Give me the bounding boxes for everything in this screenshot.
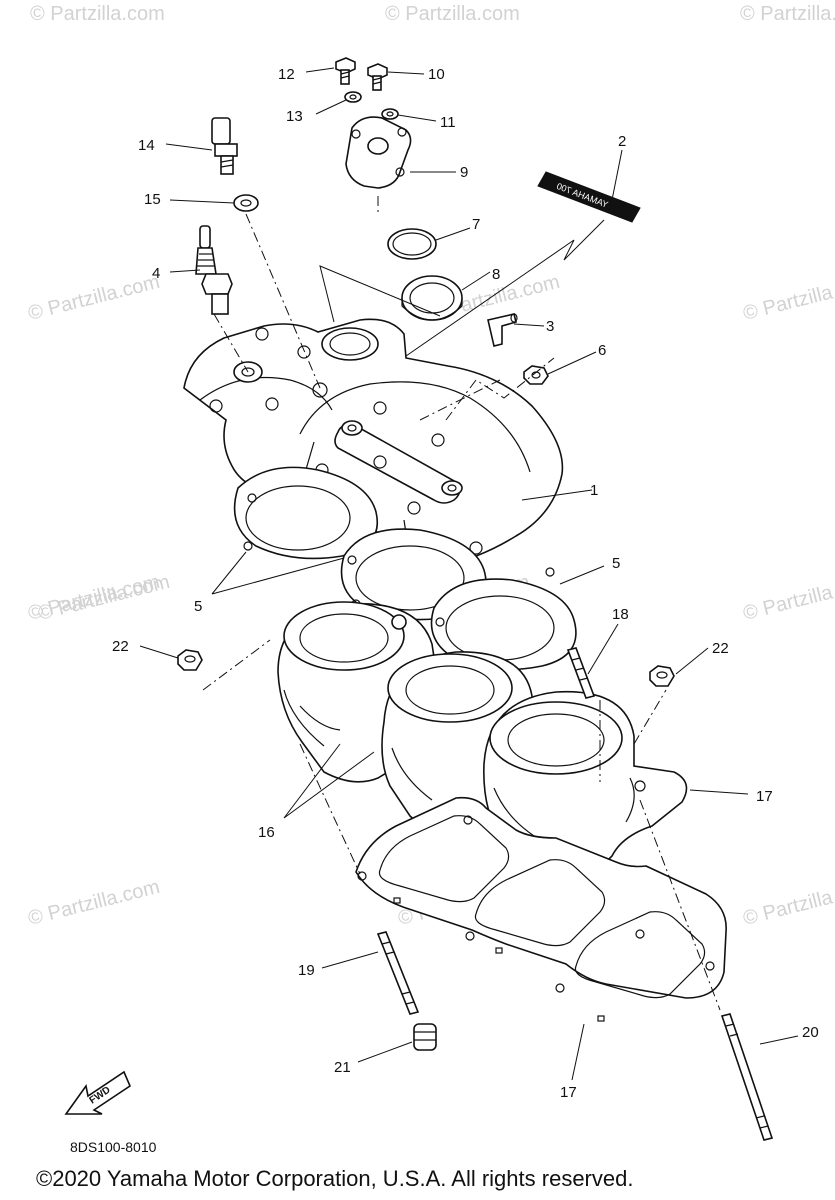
stud-part-19 — [376, 931, 420, 1015]
callout-7: 7 — [472, 216, 480, 233]
callout-12: 12 — [278, 66, 295, 83]
callout-17-right: 17 — [756, 788, 773, 805]
stud-part-18 — [566, 647, 596, 699]
nut-part-21 — [413, 1023, 437, 1051]
watermark-text: © Partzilla.com — [385, 3, 520, 25]
washer-part-13 — [344, 91, 362, 103]
callout-19: 19 — [298, 962, 315, 979]
leader-lines — [139, 67, 799, 1081]
o-ring-part-7 — [387, 228, 437, 260]
callout-10: 10 — [428, 66, 445, 83]
callout-18: 18 — [612, 606, 629, 623]
cylinder-head-part-1 — [183, 318, 564, 565]
watermark-text: © Partzilla.com — [26, 271, 162, 325]
callouts: 1 2 3 4 5 5 6 7 8 9 10 11 12 13 14 15 16… — [112, 66, 819, 1101]
callout-22-right: 22 — [712, 640, 729, 657]
callout-14: 14 — [138, 137, 155, 154]
callout-9: 9 — [460, 164, 468, 181]
temperature-sensor-part-14 — [211, 117, 238, 175]
part-code: 8DS100-8010 — [70, 1139, 157, 1155]
hose-fitting-part-3 — [487, 313, 518, 347]
callout-2: 2 — [618, 133, 626, 150]
callout-1: 1 — [590, 482, 598, 499]
copyright-notice: ©2020 Yamaha Motor Corporation, U.S.A. A… — [36, 1166, 634, 1191]
callout-22-left: 22 — [112, 638, 129, 655]
bolt-part-10 — [367, 63, 388, 91]
nut-part-22-left — [177, 649, 203, 671]
watermark-text: © Partzilla.com — [26, 876, 162, 930]
watermark-text: © Partzilla.com — [741, 271, 835, 325]
spark-plug-part-4 — [195, 225, 233, 315]
base-gasket-part-17 — [355, 796, 727, 1022]
callout-5-left: 5 — [194, 598, 202, 615]
stud-part-20 — [720, 1013, 774, 1141]
callout-15: 15 — [144, 191, 161, 208]
bolt-part-12 — [335, 57, 356, 85]
callout-6: 6 — [598, 342, 606, 359]
callout-11: 11 — [440, 114, 456, 131]
fwd-arrow-icon: FWD — [64, 1070, 131, 1115]
watermark-text: © Partzilla.com — [741, 876, 835, 930]
nut-part-22-right — [649, 665, 675, 687]
callout-20: 20 — [802, 1024, 819, 1041]
watermark-text: © Partzilla.com — [30, 3, 165, 25]
callout-13: 13 — [286, 108, 303, 125]
callout-17-bottom: 17 — [560, 1084, 577, 1101]
callout-21: 21 — [334, 1059, 351, 1076]
watermark-text: © Partzilla.com — [741, 571, 835, 625]
callout-16: 16 — [258, 824, 275, 841]
watermark-text: © Partzilla.com — [36, 571, 172, 625]
callout-8: 8 — [492, 266, 500, 283]
callout-4: 4 — [152, 265, 160, 282]
alignment-lines — [202, 196, 721, 1011]
watermark-text: © Partzilla.com — [740, 3, 835, 25]
callout-5-right: 5 — [612, 555, 620, 572]
washer-part-15 — [233, 194, 259, 212]
thermostat-cover-part-9 — [345, 116, 412, 189]
decal-part-2: YAMAHA 700 — [537, 171, 641, 223]
nut-part-6 — [523, 365, 549, 385]
callout-3: 3 — [546, 318, 554, 335]
cylinders-part-16-17 — [277, 601, 688, 883]
washer-part-11 — [381, 108, 399, 120]
head-gaskets-part-5 — [233, 466, 577, 671]
gasket-ring-part-8 — [401, 275, 463, 321]
